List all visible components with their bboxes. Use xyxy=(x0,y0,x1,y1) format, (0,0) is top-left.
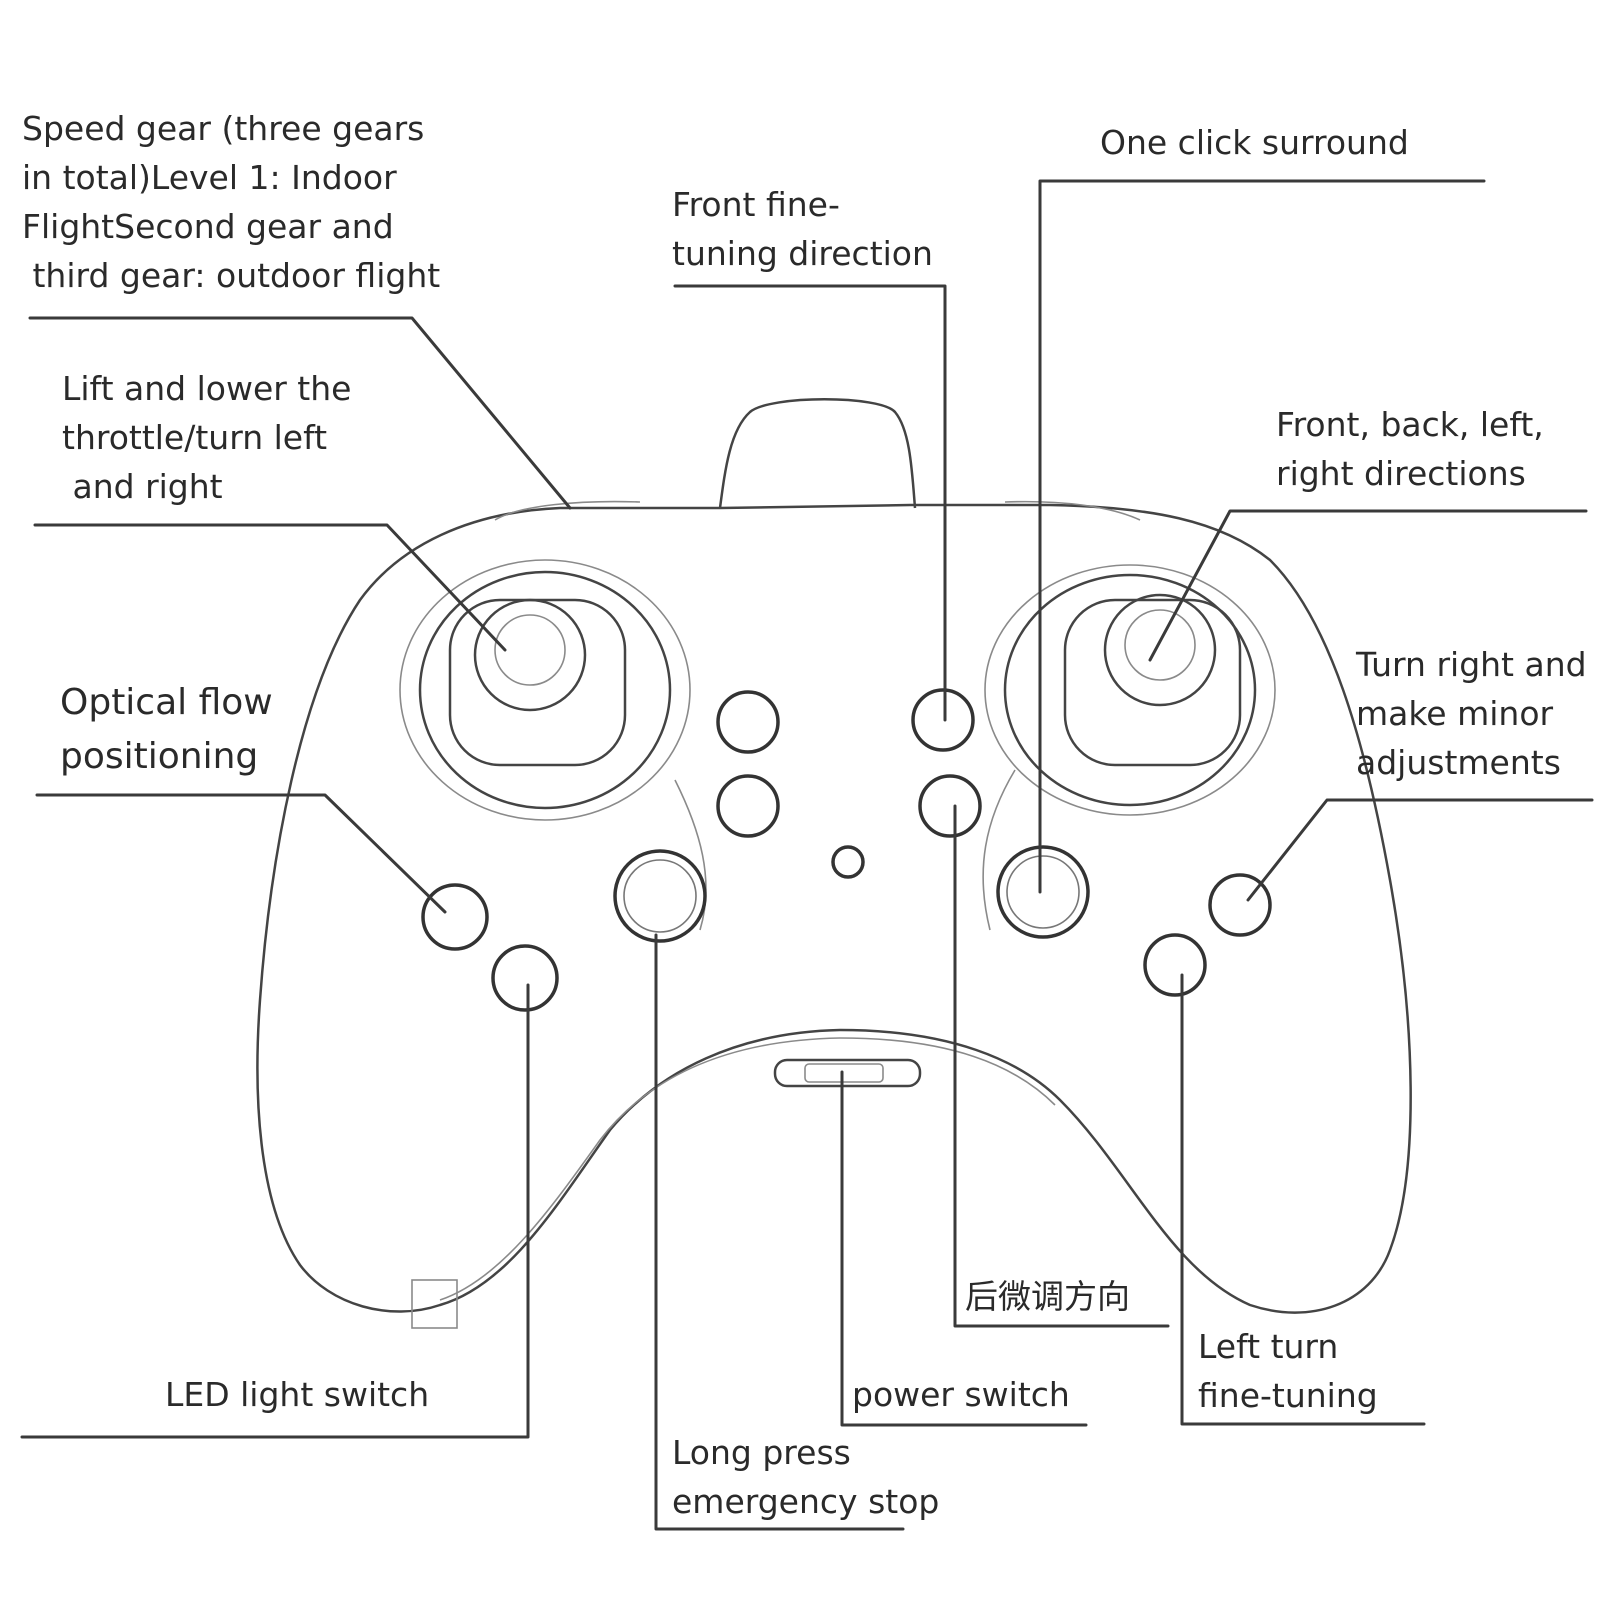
label-lift-lower-line: and right xyxy=(62,467,223,506)
label-optical-flow-line: Optical flow xyxy=(60,682,273,723)
label-emergency-stop-line: Long press xyxy=(672,1433,851,1472)
left-stick-top xyxy=(494,614,566,686)
leader-optical-flow xyxy=(35,793,447,914)
leader-back-fine-tuning xyxy=(953,804,1170,1328)
leader-speed-gear xyxy=(28,316,572,510)
label-speed-gear-line: in total)Level 1: Indoor xyxy=(22,158,397,197)
leader-lift-lower xyxy=(33,523,507,652)
label-lift-lower-line: throttle/turn left xyxy=(62,418,328,457)
left-stick-cap[interactable] xyxy=(473,598,587,712)
label-turn-right: Turn right and make minor adjustments xyxy=(1356,640,1587,787)
one-click-surround-inner xyxy=(1006,855,1080,929)
left-turn-trim-button[interactable] xyxy=(1143,933,1207,997)
label-emergency-stop: Long press emergency stop xyxy=(672,1428,939,1526)
right-stick-gate xyxy=(1063,598,1242,767)
center-left-bottom-button[interactable] xyxy=(716,774,780,838)
leader-power-switch xyxy=(840,1070,1088,1427)
leader-emergency-stop xyxy=(654,933,905,1531)
right-shoulder xyxy=(1004,500,1141,521)
right-stick-well-outer xyxy=(984,564,1276,816)
label-led-switch-line: LED light switch xyxy=(165,1375,430,1414)
label-lift-lower: Lift and lower the throttle/turn left an… xyxy=(62,364,351,511)
power-switch[interactable] xyxy=(773,1058,922,1088)
label-turn-right-line: adjustments xyxy=(1356,743,1561,782)
left-stick-well xyxy=(418,570,672,810)
leader-one-click-surround xyxy=(1038,179,1486,894)
emergency-stop-button[interactable] xyxy=(613,849,707,943)
label-one-click-surround: One click surround xyxy=(1100,118,1409,167)
back-fine-tuning-button[interactable] xyxy=(918,774,982,838)
label-back-fine-tuning: 后微调方向 xyxy=(965,1272,1130,1321)
leader-front-fine-tuning xyxy=(673,284,947,722)
right-center-contour xyxy=(982,769,1016,931)
label-lift-lower-line: Lift and lower the xyxy=(62,369,352,408)
front-fine-tuning-button[interactable] xyxy=(911,688,975,752)
label-led-switch: LED light switch xyxy=(165,1370,429,1419)
label-speed-gear: Speed gear (three gears in total)Level 1… xyxy=(22,104,440,300)
left-center-contour xyxy=(674,779,707,931)
label-back-fine-tuning-line: 后微调方向 xyxy=(965,1277,1130,1316)
label-power-switch-line: power switch xyxy=(852,1375,1070,1414)
label-front-back-line: right directions xyxy=(1276,454,1526,493)
leader-turn-right xyxy=(1246,798,1594,902)
one-click-surround-button[interactable] xyxy=(996,845,1090,939)
right-stick-cap[interactable] xyxy=(1103,593,1217,707)
charge-port xyxy=(411,1279,458,1329)
label-front-back-line: Front, back, left, xyxy=(1276,405,1544,444)
right-stick-well xyxy=(1003,573,1257,807)
label-left-turn: Left turn fine-tuning xyxy=(1198,1322,1378,1420)
label-front-fine-tuning-line: tuning direction xyxy=(672,234,933,273)
label-front-fine-tuning: Front fine- tuning direction xyxy=(672,180,933,278)
label-optical-flow-line: positioning xyxy=(60,736,259,777)
label-optical-flow: Optical flow positioning xyxy=(60,676,273,784)
label-speed-gear-line: Speed gear (three gears xyxy=(22,109,425,148)
led-light-button[interactable] xyxy=(491,944,559,1012)
optical-flow-button[interactable] xyxy=(421,883,489,951)
left-stick-well-outer xyxy=(399,559,691,821)
label-power-switch: power switch xyxy=(852,1370,1070,1419)
label-front-fine-tuning-line: Front fine- xyxy=(672,185,840,224)
label-left-turn-line: Left turn xyxy=(1198,1327,1339,1366)
left-shoulder xyxy=(494,500,641,521)
controller-body xyxy=(256,503,1412,1314)
label-emergency-stop-line: emergency stop xyxy=(672,1482,940,1521)
body-inner-rim xyxy=(439,1037,1056,1301)
label-one-click-surround-line: One click surround xyxy=(1100,123,1409,162)
top-handle xyxy=(718,398,917,509)
center-indicator xyxy=(831,845,865,879)
label-speed-gear-line: FlightSecond gear and xyxy=(22,207,394,246)
label-turn-right-line: make minor xyxy=(1356,694,1554,733)
label-speed-gear-line: third gear: outdoor flight xyxy=(22,256,441,295)
right-stick-top xyxy=(1124,609,1196,681)
leader-led-switch xyxy=(20,983,530,1439)
center-left-top-button[interactable] xyxy=(716,690,780,754)
label-left-turn-line: fine-tuning xyxy=(1198,1376,1378,1415)
leader-front-back xyxy=(1148,509,1588,662)
leader-left-turn xyxy=(1180,973,1426,1426)
label-turn-right-line: Turn right and xyxy=(1356,645,1587,684)
left-stick-gate xyxy=(448,598,627,767)
label-front-back-left-right: Front, back, left, right directions xyxy=(1276,400,1544,498)
emergency-stop-inner xyxy=(623,859,697,933)
power-switch-knob xyxy=(804,1063,884,1083)
